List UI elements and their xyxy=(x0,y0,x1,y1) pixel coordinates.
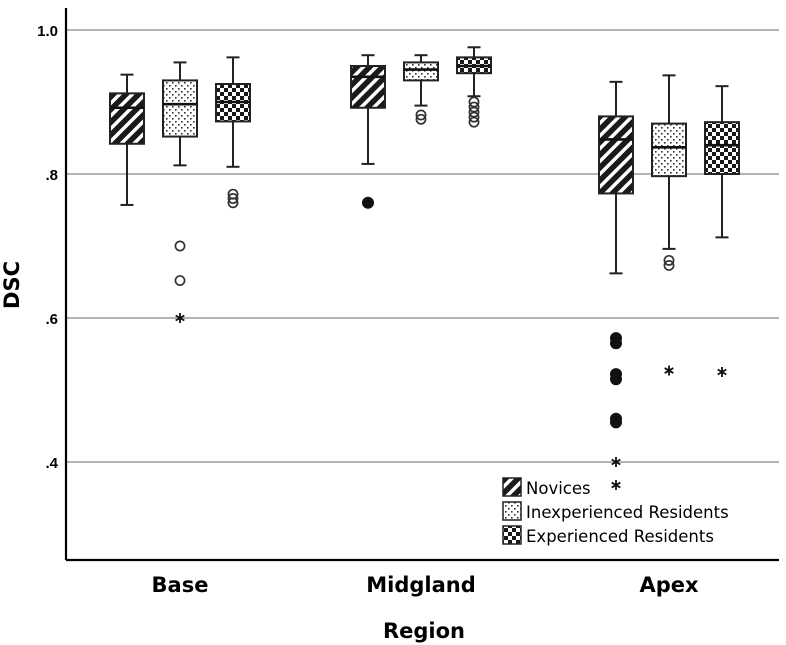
outlier-point xyxy=(468,111,480,123)
outlier-point xyxy=(362,196,374,209)
box-diagonal-midgland xyxy=(350,54,386,209)
asterisk-stroke xyxy=(664,367,674,374)
outlier-point xyxy=(174,240,186,252)
outlier-point xyxy=(610,373,622,386)
y-tick-label: .6 xyxy=(45,311,58,328)
box-diagonal-base xyxy=(109,73,145,206)
asterisk-stroke xyxy=(717,368,727,376)
legend-item: Novices xyxy=(502,477,591,498)
y-tick-label: .4 xyxy=(45,455,58,472)
x-tick-label: Base xyxy=(152,573,209,597)
legend-item: Inexperienced Residents xyxy=(502,501,729,522)
outlier-point xyxy=(610,337,622,350)
legend-label: Novices xyxy=(526,479,591,498)
outlier-point xyxy=(415,113,427,125)
outlier-point xyxy=(663,259,675,271)
outlier-point xyxy=(610,416,622,429)
outlier-point xyxy=(415,109,427,121)
outlier-point xyxy=(227,197,239,209)
legend-item: Experienced Residents xyxy=(502,525,714,546)
asterisk-stroke xyxy=(611,458,621,466)
box-diagonal-apex xyxy=(598,80,634,491)
outlier-point xyxy=(227,193,239,204)
x-tick-label: Midgland xyxy=(366,573,476,597)
box-checker-apex xyxy=(704,85,740,377)
outlier-point xyxy=(468,101,480,113)
box-checker-base xyxy=(215,56,251,209)
x-axis-title: Region xyxy=(383,619,465,643)
plot-area xyxy=(109,46,740,491)
extreme-point xyxy=(664,365,674,376)
outlier-point xyxy=(663,254,675,266)
y-tick-label: 1.0 xyxy=(37,23,58,40)
box-dots-base xyxy=(162,61,198,323)
iqr-box xyxy=(162,79,198,138)
iqr-box xyxy=(109,92,145,145)
box-dots-midgland xyxy=(403,54,439,125)
legend-swatch xyxy=(502,525,522,545)
outlier-point xyxy=(468,96,480,108)
iqr-box xyxy=(350,65,386,109)
legend-swatch xyxy=(502,477,522,497)
iqr-box xyxy=(403,61,439,82)
legend-swatch xyxy=(502,501,522,521)
legend-label: Experienced Residents xyxy=(526,527,714,546)
iqr-box xyxy=(598,115,634,195)
asterisk-stroke xyxy=(175,314,185,322)
extreme-point xyxy=(717,367,727,377)
extreme-point xyxy=(611,457,621,467)
asterisk-stroke xyxy=(611,481,621,489)
outlier-point xyxy=(174,275,186,287)
box-dots-apex xyxy=(651,74,687,376)
iqr-box xyxy=(704,121,740,176)
x-tick-label: Apex xyxy=(639,573,699,597)
iqr-box xyxy=(651,122,687,178)
y-axis-title: DSC xyxy=(0,261,24,309)
extreme-point xyxy=(611,480,621,491)
extreme-point xyxy=(175,313,185,323)
box-checker-midgland xyxy=(456,46,492,128)
legend-label: Inexperienced Residents xyxy=(526,503,729,522)
y-tick-label: .8 xyxy=(45,167,58,184)
outlier-point xyxy=(468,106,480,118)
outlier-point xyxy=(468,116,480,128)
